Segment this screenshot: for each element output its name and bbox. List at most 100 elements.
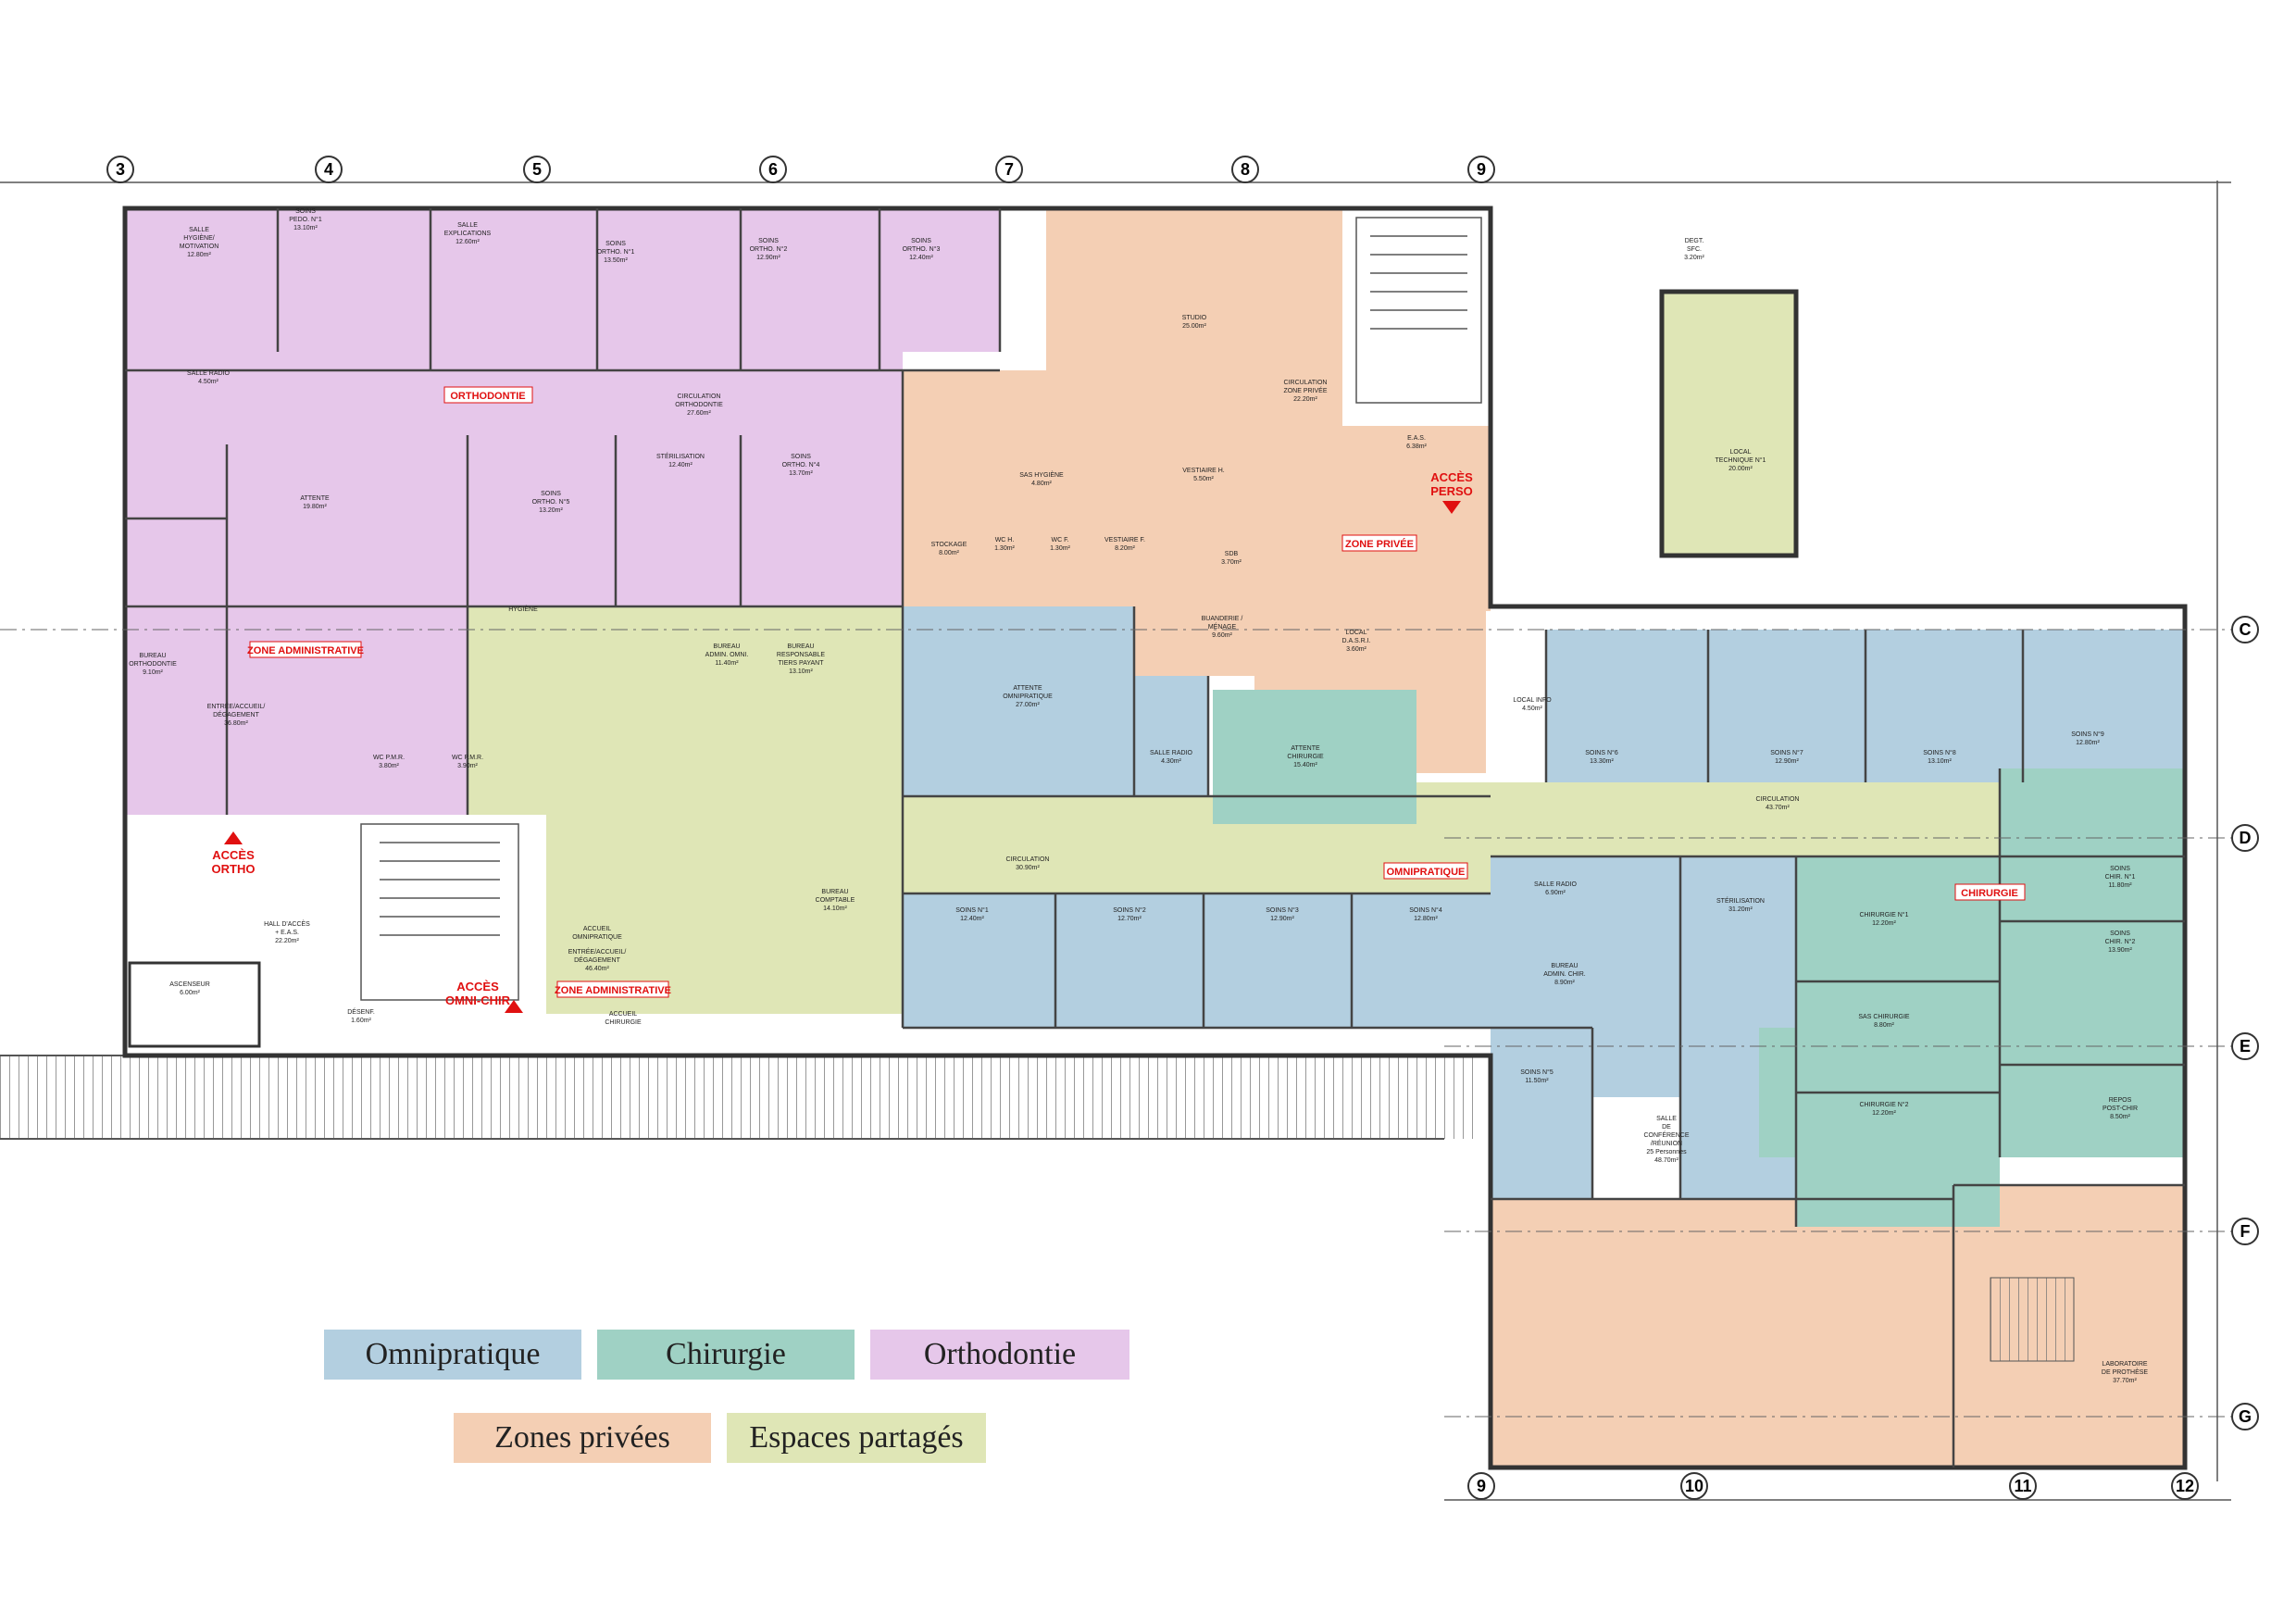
room-label-line: 25 Personnes	[1646, 1149, 1687, 1156]
room-label-line: TECHNIQUE N°1	[1716, 456, 1766, 464]
room-label-line: STÉRILISATION	[656, 452, 705, 460]
grid-bubble: 8	[1231, 156, 1259, 183]
grid-label: 9	[1477, 1477, 1486, 1495]
grid-bubble: 4	[315, 156, 343, 183]
room-label-wc-pmr-omni: WC P.M.R.3.90m²	[452, 755, 483, 769]
grid-lines	[0, 629, 2231, 1418]
stairs-south	[360, 823, 519, 1001]
room-label-line: 30.90m²	[1016, 865, 1040, 871]
room-label-line: SOINS N°1	[955, 906, 989, 914]
legend-label: Omnipratique	[365, 1337, 541, 1371]
grid-bubble: 5	[523, 156, 551, 183]
room-label-line: 36.80m²	[224, 720, 248, 727]
room-label-line: LOCAL	[1730, 449, 1752, 456]
room-label-line: 3.80m²	[379, 763, 399, 769]
grid-label: D	[2240, 829, 2252, 847]
grid-bubble: E	[2231, 1032, 2259, 1060]
access-text: PERSO	[1430, 484, 1473, 498]
room-label-line: 13.30m²	[1590, 758, 1614, 765]
omni-soins5	[1491, 1028, 1592, 1199]
room-label-line: HALL D'ACCÈS	[264, 919, 310, 928]
grid-axis-right: C D E F G	[2231, 616, 2259, 1430]
room-label-line: ACCUEIL	[609, 1011, 637, 1018]
walls	[122, 206, 2188, 1470]
prive-top-left	[903, 370, 1051, 606]
chir-rooms	[1796, 856, 2000, 1227]
room-label-line: OMNIPRATIQUE	[572, 934, 622, 941]
room-label-line: 14.10m²	[823, 906, 847, 912]
room-label-line: ATTENTE	[1013, 685, 1042, 692]
room-label-line: 1.60m²	[351, 1018, 371, 1024]
grid-label: G	[2239, 1407, 2252, 1426]
room-label-line: SOINS	[758, 238, 779, 244]
zone-label-text: ZONE ADMINISTRATIVE	[555, 985, 671, 996]
room-label-line: CIRCULATION	[1756, 796, 1800, 803]
room-label-line: WC P.M.R.	[373, 755, 405, 761]
room-label-line: SALLE RADIO	[187, 370, 230, 377]
legend-zones-privees: Zones privées	[454, 1413, 711, 1463]
room-label-line: HYGIÈNE	[508, 605, 538, 613]
room-label-line: 12.60m²	[455, 239, 480, 245]
room-label-line: REPOS	[2109, 1097, 2132, 1104]
room-label-line: SOINS	[2110, 866, 2130, 872]
room-label-line: SALLE RADIO	[1150, 750, 1192, 756]
room-label-line: SALLE	[457, 222, 478, 229]
room-label-hall-acces: HALL D'ACCÈS+ E.A.S.22.20m²	[264, 919, 310, 944]
room-label-line: 6.90m²	[1545, 890, 1566, 896]
room-label-vestiaire-f: VESTIAIRE F.8.20m²	[1104, 537, 1145, 552]
grid-label: 7	[1004, 160, 1014, 179]
room-label-line: 3.60m²	[1346, 646, 1366, 653]
ortho-lower-b	[125, 606, 468, 815]
room-label-line: 12.80m²	[2076, 740, 2100, 746]
room-label-line: CHIRURGIE	[605, 1019, 642, 1026]
room-label-line: SOINS	[791, 454, 811, 460]
room-label-line: SOINS N°2	[1113, 906, 1146, 914]
room-label-line: TIERS PAYANT	[778, 660, 824, 667]
terrace-hatch	[0, 1056, 1481, 1139]
grid-bubble: F	[2231, 1218, 2259, 1245]
room-label-line: SOINS	[911, 238, 931, 244]
room-label-line: STÉRILISATION	[1716, 896, 1765, 905]
room-label-line: SOINS N°8	[1923, 749, 1956, 756]
grid-bubble: G	[2231, 1403, 2259, 1430]
room-label-line: CHIRURGIE N°1	[1860, 911, 1909, 918]
room-label-line: 3.90m²	[457, 763, 478, 769]
room-label-line: 20.00m²	[1728, 466, 1753, 472]
prive-top	[1046, 208, 1342, 616]
room-label-line: 9.60m²	[1212, 632, 1232, 639]
zone-orthodontie	[125, 208, 1000, 815]
zone-label-omnipratique: OMNIPRATIQUE	[1383, 862, 1468, 880]
room-label-line: CIRCULATION	[1006, 856, 1050, 863]
room-label-line: CHIR. N°2	[2105, 938, 2136, 945]
room-label-degt: DEGT.SFC.3.20m²	[1684, 238, 1704, 261]
room-label-line: 13.20m²	[539, 507, 563, 514]
room-label-line: 12.40m²	[668, 462, 693, 468]
room-label-line: SFC.	[1687, 246, 1702, 253]
outer-wall-local-tech	[1659, 289, 1799, 558]
elevator	[128, 961, 261, 1048]
room-label-line: 12.90m²	[1775, 758, 1799, 765]
outer-wall-stair	[1342, 206, 1493, 514]
partage-corridor-east	[1403, 782, 2055, 856]
